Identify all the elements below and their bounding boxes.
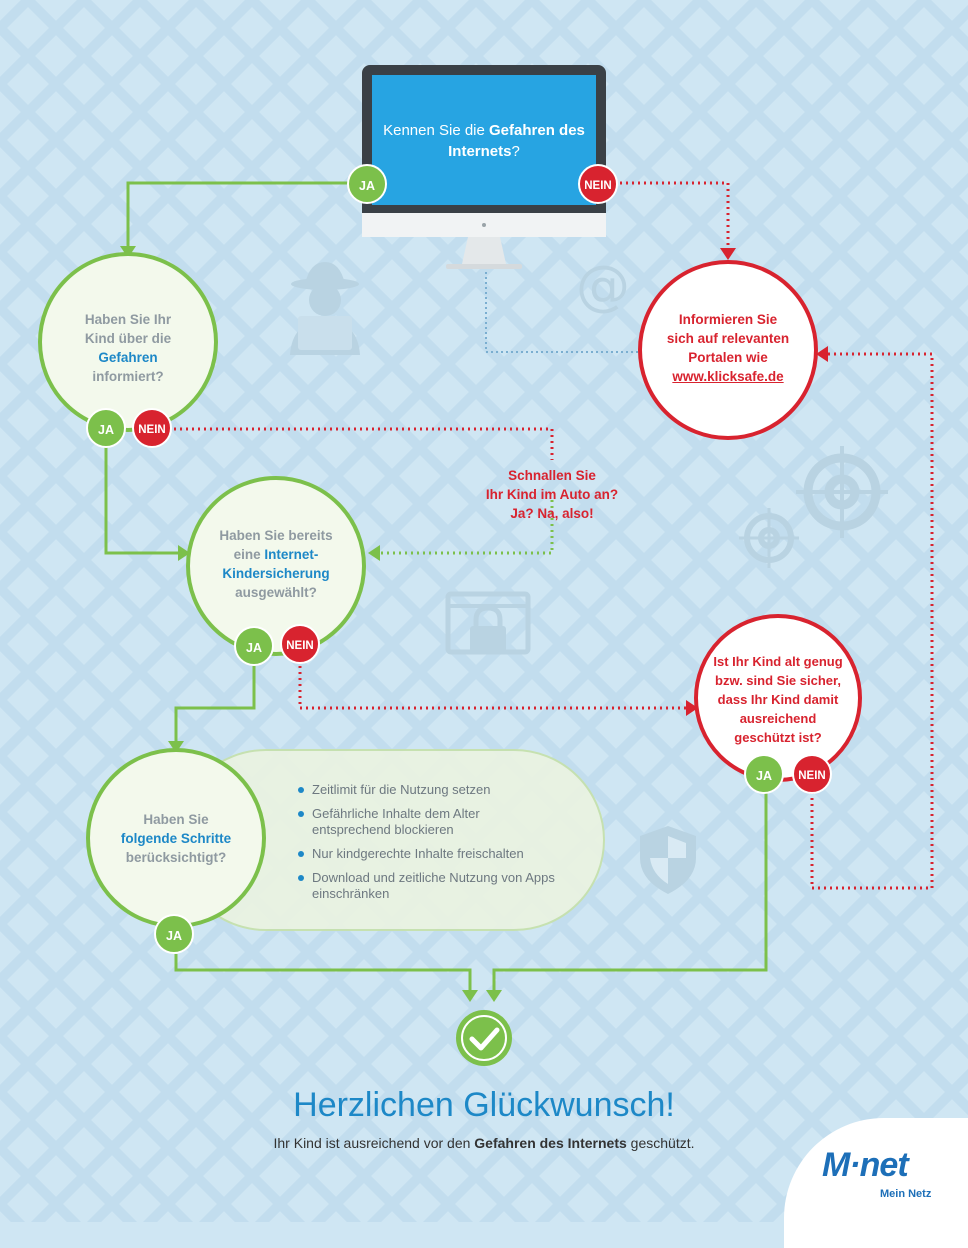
start-yes-button[interactable]: JA xyxy=(347,164,387,204)
info-return-connector xyxy=(485,262,638,353)
target-icon xyxy=(739,508,799,568)
congrats-subtitle: Ihr Kind ist ausreichend vor den Gefahre… xyxy=(273,1135,695,1151)
yes-connectors xyxy=(104,181,768,992)
info-portal-text: Informieren Sie sich auf relevanten Port… xyxy=(648,310,808,386)
start-question: Kennen Sie die Gefahren des Internets? xyxy=(383,122,585,160)
monitor-icon xyxy=(362,65,606,269)
svg-text:@: @ xyxy=(576,254,630,317)
list-item: Download und zeitliche Nutzung von Apps … xyxy=(296,870,556,902)
informed-no-button[interactable]: NEIN xyxy=(132,408,172,448)
start-no-button[interactable]: NEIN xyxy=(578,164,618,204)
klicksafe-link[interactable]: www.klicksafe.de xyxy=(672,369,784,384)
logo-tagline: Mein Netz xyxy=(880,1188,932,1200)
congrats-title: Herzlichen Glückwunsch! xyxy=(293,1086,675,1124)
list-item: Zeitlimit für die Nutzung setzen xyxy=(296,782,556,798)
checkmark-icon xyxy=(456,1010,512,1066)
lock-browser-icon xyxy=(445,591,531,655)
no-connectors xyxy=(174,181,934,890)
target-icon xyxy=(796,446,888,538)
question-informed: Haben Sie Ihr Kind über die Gefahren inf… xyxy=(84,312,172,384)
filter-no-button[interactable]: NEIN xyxy=(280,624,320,664)
steps-list: Zeitlimit für die Nutzung setzen Gefährl… xyxy=(296,782,556,910)
list-item: Nur kindgerechte Inhalte freischalten xyxy=(296,846,556,862)
list-item: Gefährliche Inhalte dem Alter entspreche… xyxy=(296,806,556,838)
age-yes-button[interactable]: JA xyxy=(744,754,784,794)
circle-info-portal xyxy=(638,260,818,440)
filter-yes-button[interactable]: JA xyxy=(234,626,274,666)
shield-icon xyxy=(640,826,696,894)
seatbelt-note: Schnallen Sie Ihr Kind im Auto an? Ja? N… xyxy=(485,468,619,521)
circle-filter xyxy=(186,476,366,656)
informed-yes-button[interactable]: JA xyxy=(86,408,126,448)
spy-icon xyxy=(290,262,360,355)
question-filter: Haben Sie bereits eine Internet- Kinders… xyxy=(219,528,333,600)
circle-informed xyxy=(38,252,218,432)
logo: M·net xyxy=(822,1146,909,1184)
at-sign-icon: @ xyxy=(576,254,630,317)
question-steps: Haben Sie folgende Schritte berücksichti… xyxy=(120,812,232,865)
seatbelt-return-connector xyxy=(378,500,554,555)
no-arrowheads xyxy=(686,248,828,716)
flowchart-background: @ xyxy=(0,0,968,1222)
steps-yes-button[interactable]: JA xyxy=(154,914,194,954)
age-no-button[interactable]: NEIN xyxy=(792,754,832,794)
question-age: Ist Ihr Kind alt genug bzw. sind Sie sic… xyxy=(713,654,843,745)
